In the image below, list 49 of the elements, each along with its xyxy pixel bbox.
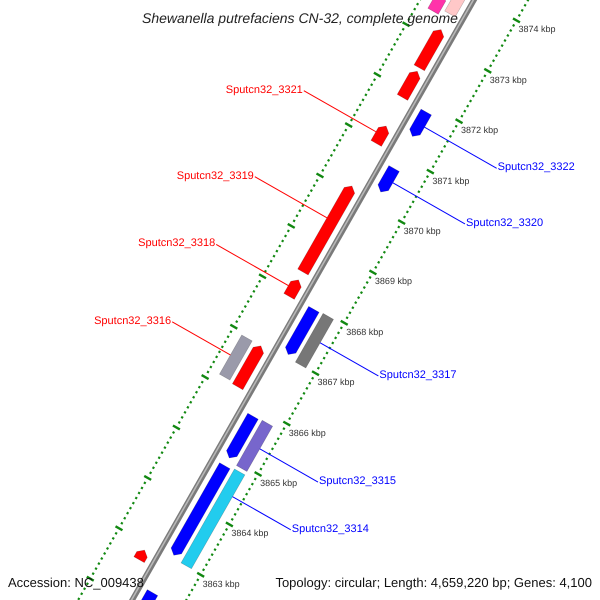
gene-label: Sputcn32_3316 [94, 316, 172, 327]
gene-feature [285, 306, 320, 355]
scale-label: 3865 kbp [260, 479, 298, 488]
gene-label: Sputcn32_3317 [379, 370, 456, 381]
scale-label: 3871 kbp [432, 176, 470, 186]
gene-feature [370, 126, 390, 147]
leader-line [303, 90, 376, 132]
gene-feature [133, 550, 148, 564]
gene-label: Sputcn32_3321 [226, 84, 303, 96]
scale-label: 3874 kbp [518, 25, 556, 34]
leader-line [259, 448, 318, 482]
gene-feature [236, 420, 274, 472]
gene-feature [226, 412, 259, 458]
gene-label: Sputcn32_3320 [466, 218, 544, 229]
gene-label: Sputcn32_3314 [292, 524, 369, 535]
scale-label: 3866 kbp [288, 428, 326, 438]
leader-line [232, 496, 292, 530]
genome-stats-text: Topology: circular; Length: 4,659,220 bp; Genes: 4,100 [275, 575, 592, 590]
scale-label: 3870 kbp [404, 227, 441, 236]
gene-label: Sputcn32_3319 [176, 170, 254, 182]
leader-line [172, 321, 231, 356]
gene-feature [444, 0, 467, 18]
leader-line [216, 244, 289, 286]
gene-label: Sputcn32_3322 [498, 162, 575, 174]
scale-label: 3863 kbp [202, 580, 240, 589]
scale-label: 3873 kbp [490, 76, 527, 85]
gene-label: Sputcn32_3315 [318, 476, 396, 487]
gene-feature [294, 313, 334, 368]
leader-line [424, 126, 498, 169]
gene-feature [219, 334, 253, 380]
gene-feature [283, 280, 302, 300]
scale-label: 3869 kbp [374, 277, 412, 286]
title: Shewanella putrefaciens CN-32, complete genome [141, 11, 459, 25]
leader-line [320, 342, 379, 376]
gene-feature [409, 108, 432, 137]
leader-line [254, 176, 328, 218]
scale-label: 3864 kbp [231, 529, 268, 538]
gene-label: Sputcn32_3318 [138, 238, 216, 250]
gene-feature [414, 29, 444, 72]
gene-feature [378, 165, 400, 192]
gene-feature [232, 346, 264, 390]
scale-label: 3867 kbp [318, 378, 355, 388]
gene-feature [170, 462, 230, 556]
leader-line [392, 182, 466, 224]
gene-feature [396, 70, 420, 101]
scale-label: 3868 kbp [346, 328, 384, 337]
scale-label: 3872 kbp [461, 126, 498, 136]
gene-feature [297, 186, 356, 276]
gene-feature [427, 0, 446, 15]
